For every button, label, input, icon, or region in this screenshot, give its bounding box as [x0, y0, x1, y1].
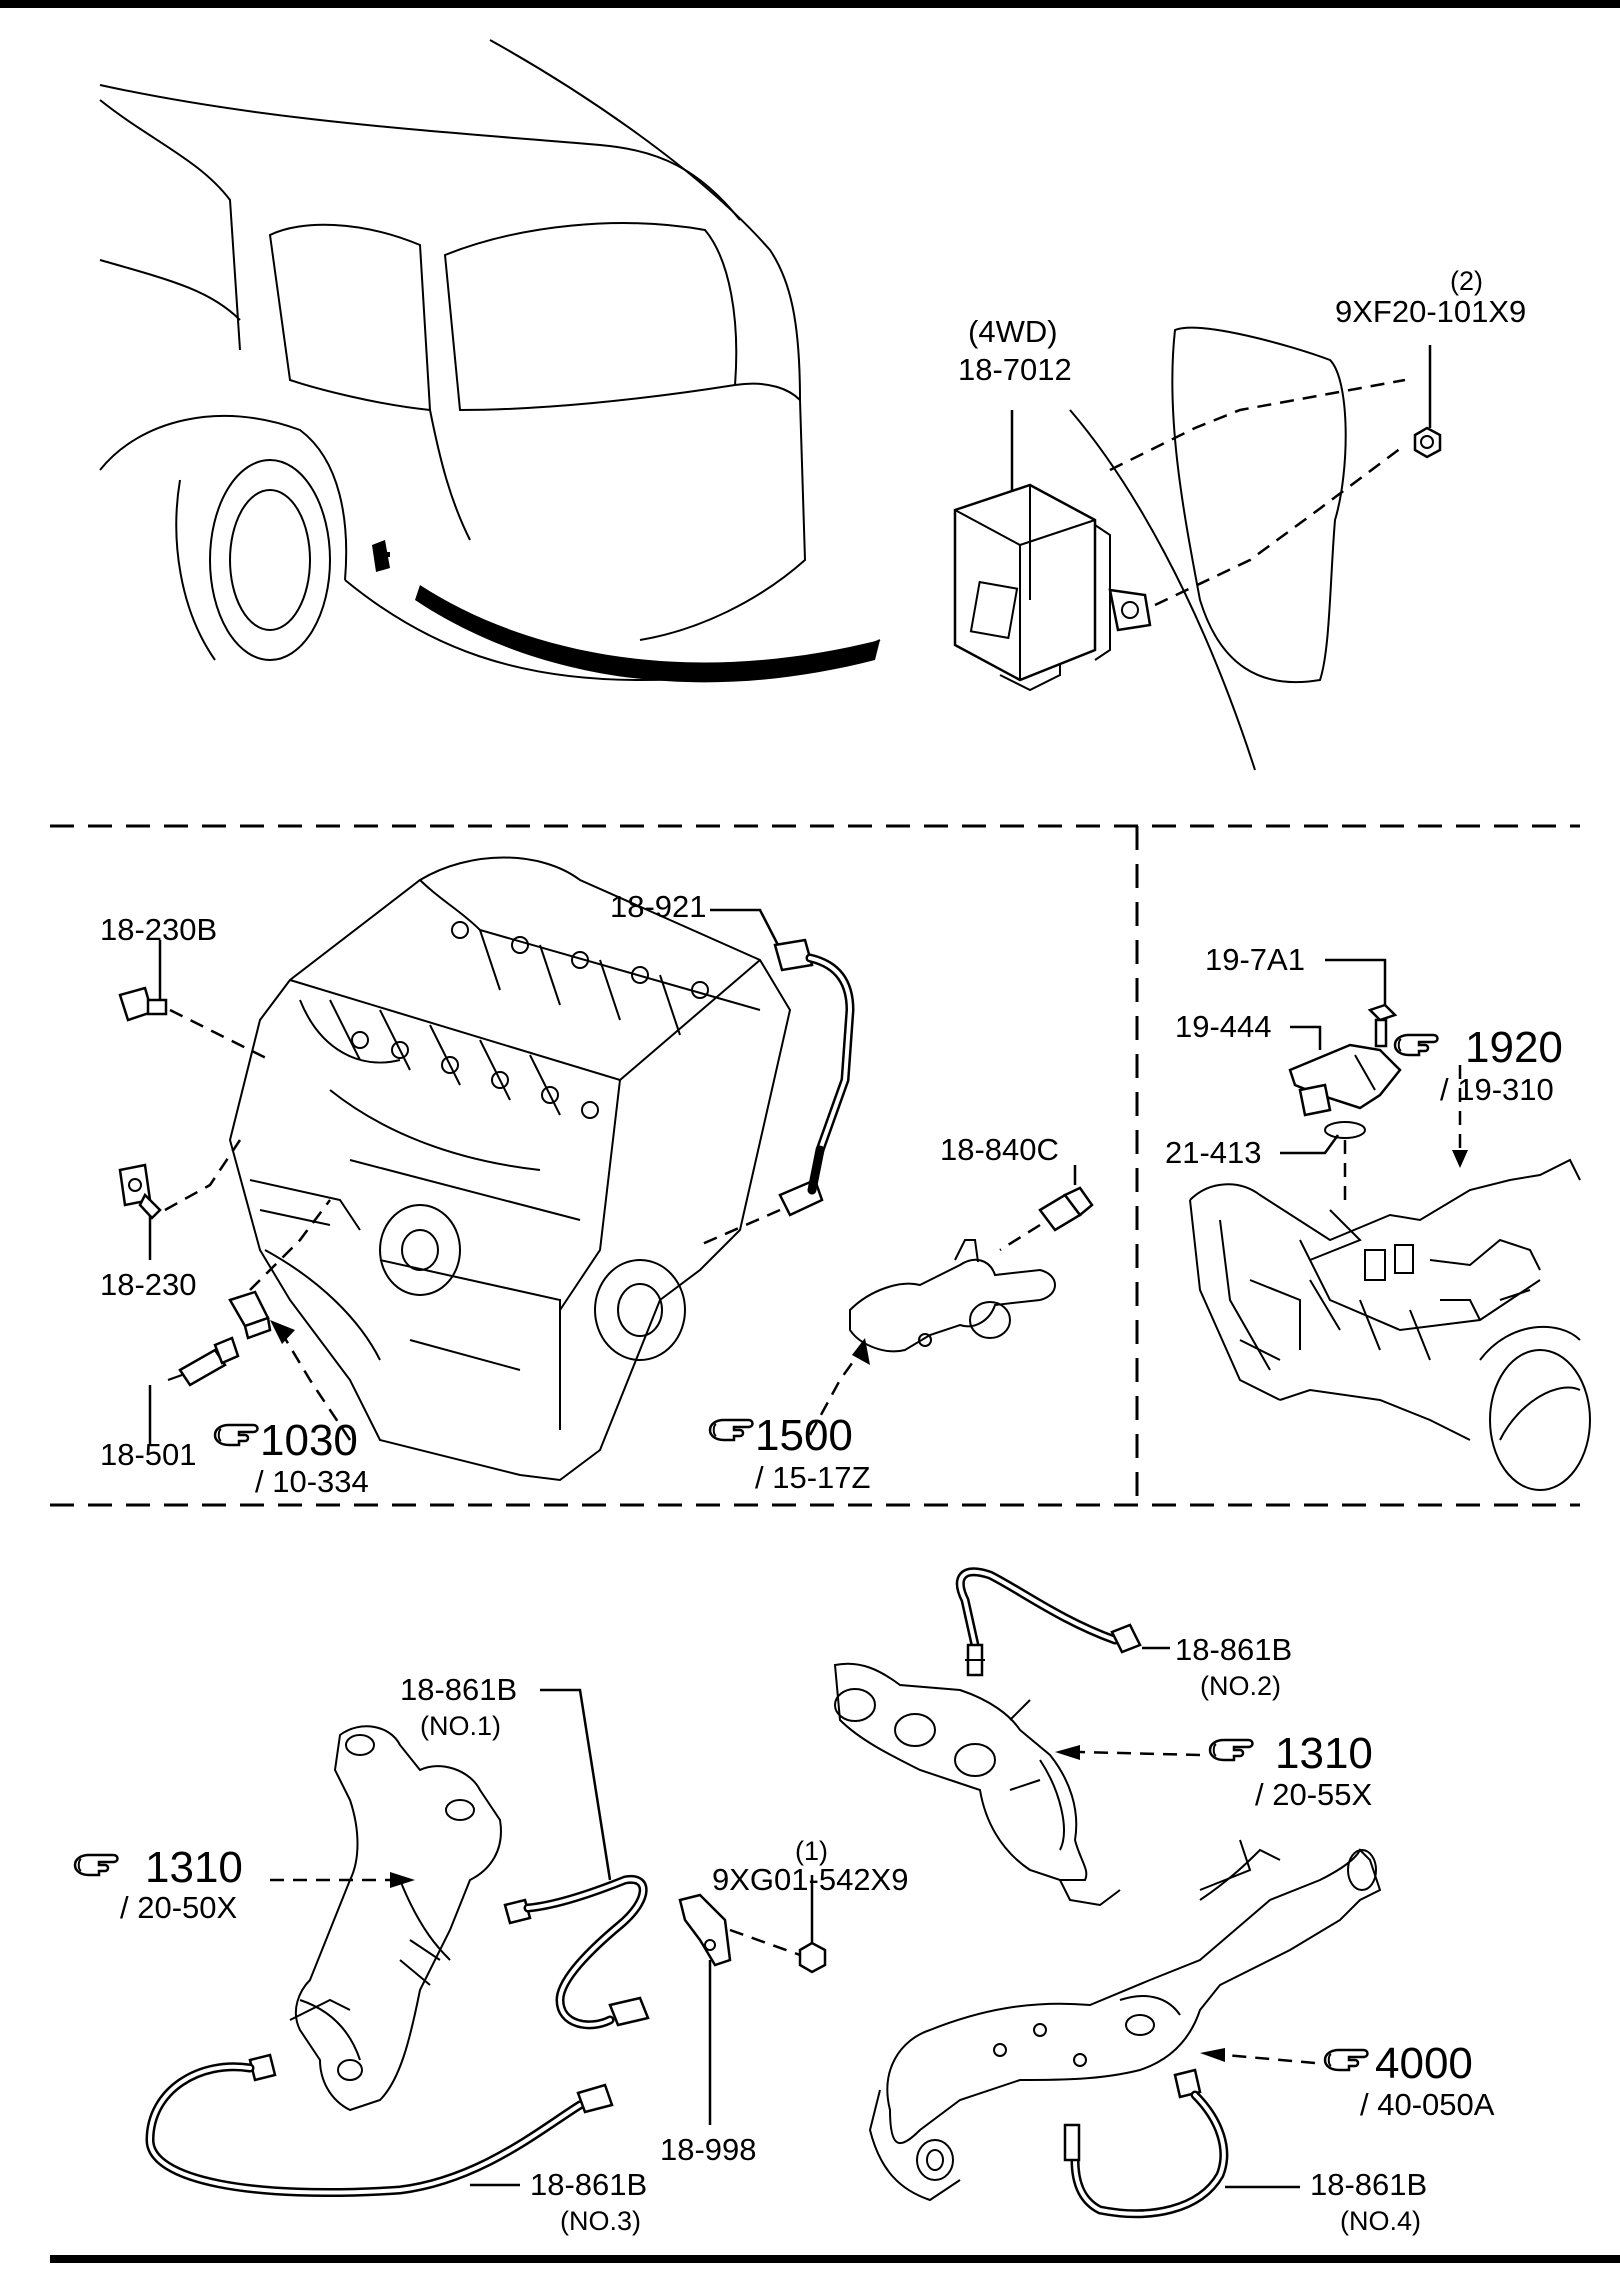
vehicle-rear-illustration — [99, 39, 881, 683]
label-18-861b-no2: 18-861B — [1175, 1632, 1292, 1667]
label-18-861b-no1: 18-861B — [400, 1672, 517, 1707]
label-bolt-qty: (1) — [795, 1836, 828, 1866]
ref-1500-number: 1500 — [755, 1411, 853, 1460]
label-18-230b: 18-230B — [100, 912, 217, 947]
sensor-18-861b-no1[interactable] — [503, 1874, 650, 2030]
label-9xf20-101x9: 9XF20-101X9 — [1335, 294, 1526, 329]
label-18-840c: 18-840C — [940, 1132, 1059, 1167]
ref-1310-right[interactable]: 1310 / 20-55X — [1208, 1729, 1373, 1812]
sensor-18-230b[interactable] — [118, 986, 168, 1022]
bolt-19-7a1[interactable] — [1367, 1003, 1398, 1048]
ref-1030-sub: / 10-334 — [255, 1464, 369, 1499]
pointing-hand-icon — [1208, 1738, 1254, 1762]
label-nut-qty: (2) — [1450, 266, 1483, 296]
plug-1030[interactable] — [228, 1290, 272, 1340]
label-18-861b-no3: 18-861B — [530, 2167, 647, 2202]
ref-1030-number: 1030 — [260, 1416, 358, 1465]
sender-18-501[interactable] — [167, 1336, 240, 1387]
rh-exhaust-manifold-illustration — [833, 1662, 1121, 1907]
label-18-861b-no4: 18-861B — [1310, 2167, 1427, 2202]
switch-18-840c[interactable] — [1038, 1186, 1094, 1232]
label-21-413: 21-413 — [1165, 1135, 1262, 1170]
top-border — [0, 0, 1620, 8]
ref-1310-left[interactable]: 1310 / 20-50X — [73, 1843, 243, 1925]
ref-1310-left-number: 1310 — [145, 1843, 243, 1892]
label-no3-position: (NO.3) — [560, 2206, 641, 2236]
ref-1310-right-number: 1310 — [1275, 1729, 1373, 1778]
label-no2-position: (NO.2) — [1200, 1671, 1281, 1701]
ref-1500-sub: / 15-17Z — [755, 1460, 870, 1495]
sensor-18-230[interactable] — [118, 1163, 162, 1220]
oring-21-413[interactable] — [1324, 1121, 1366, 1139]
sensor-18-861b-no4[interactable] — [1063, 2068, 1229, 2219]
ref-1030[interactable]: 1030 / 10-334 — [213, 1416, 369, 1499]
bracket-18-998[interactable] — [678, 1893, 732, 1967]
label-18-998: 18-998 — [660, 2132, 757, 2167]
sensor-18-861b-no3[interactable] — [145, 2053, 614, 2198]
bolt-9xg01-542x9[interactable] — [798, 1941, 827, 1974]
ref-4000[interactable]: 4000 / 40-050A — [1323, 2039, 1495, 2122]
label-19-444: 19-444 — [1175, 1009, 1272, 1044]
ref-1310-left-sub: / 20-50X — [120, 1890, 238, 1925]
sensor-18-921[interactable] — [773, 938, 855, 1217]
module-18-7012[interactable] — [953, 483, 1152, 692]
bottom-border — [50, 2255, 1620, 2263]
ref-1920[interactable]: 1920 / 19-310 — [1393, 1023, 1563, 1107]
label-18-230: 18-230 — [100, 1267, 197, 1302]
nut-9xf20-101x9[interactable] — [1413, 426, 1442, 459]
pointing-hand-icon — [213, 1423, 259, 1447]
pointing-hand-icon — [708, 1418, 754, 1442]
label-4wd-note: (4WD) — [968, 314, 1058, 349]
label-18-501: 18-501 — [100, 1437, 197, 1472]
label-no4-position: (NO.4) — [1340, 2206, 1421, 2236]
ref-1920-sub: / 19-310 — [1440, 1072, 1554, 1107]
ref-4000-sub: / 40-050A — [1360, 2087, 1495, 2122]
label-19-7a1: 19-7A1 — [1205, 942, 1305, 977]
ref-1920-number: 1920 — [1465, 1023, 1563, 1072]
switch-19-444[interactable] — [1288, 1043, 1402, 1117]
ref-4000-number: 4000 — [1375, 2039, 1473, 2088]
engine-block-illustration — [228, 856, 792, 1482]
pointing-hand-icon — [73, 1853, 119, 1877]
label-no1-position: (NO.1) — [420, 1711, 501, 1741]
label-9xg01-542x9: 9XG01-542X9 — [712, 1862, 908, 1897]
lh-exhaust-manifold-illustration — [289, 1725, 502, 2112]
ref-1500[interactable]: 1500 / 15-17Z — [708, 1411, 870, 1495]
ref-1310-right-sub: / 20-55X — [1255, 1777, 1373, 1812]
water-pipe-illustration — [849, 1239, 1056, 1353]
pointing-hand-icon — [1323, 2048, 1369, 2072]
label-18-7012: 18-7012 — [958, 352, 1072, 387]
sensor-18-861b-no2[interactable] — [955, 1567, 1142, 1677]
label-18-921: 18-921 — [610, 889, 707, 924]
pointing-hand-icon — [1393, 1033, 1439, 1057]
transmission-illustration — [1189, 1158, 1591, 1491]
front-pipe-illustration — [868, 1839, 1382, 2202]
